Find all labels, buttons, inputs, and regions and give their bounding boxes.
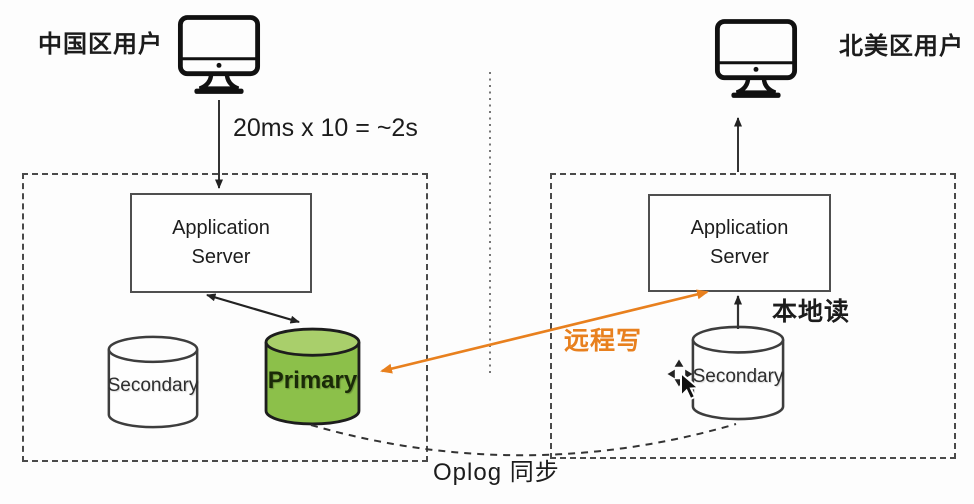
mouse-cursor-icon xyxy=(666,358,708,409)
desktop-monitor-icon xyxy=(712,18,800,109)
china-primary-label: Primary xyxy=(267,366,358,394)
north-america-app-server-box: Application Server xyxy=(648,194,831,292)
china-primary-db-cylinder: Primary xyxy=(262,326,363,427)
north-america-user-label: 北美区用户 xyxy=(839,33,964,60)
north-america-app-server-label: Application Server xyxy=(690,217,789,268)
remote-write-label: 远程写 xyxy=(564,327,643,355)
oplog-sync-label: Oplog 同步 xyxy=(433,459,560,486)
local-read-label: 本地读 xyxy=(772,298,851,326)
china-user-label: 中国区用户 xyxy=(38,31,163,58)
china-secondary-db-cylinder: Secondary xyxy=(104,334,202,430)
desktop-monitor-icon xyxy=(175,14,263,105)
china-app-server-label: Application Server xyxy=(172,217,270,268)
china-secondary-label: Secondary xyxy=(107,374,199,396)
china-app-server-box: Application Server xyxy=(130,193,312,293)
north-america-secondary-label: Secondary xyxy=(692,365,784,387)
latency-label: 20ms x 10 = ~2s xyxy=(233,114,418,142)
